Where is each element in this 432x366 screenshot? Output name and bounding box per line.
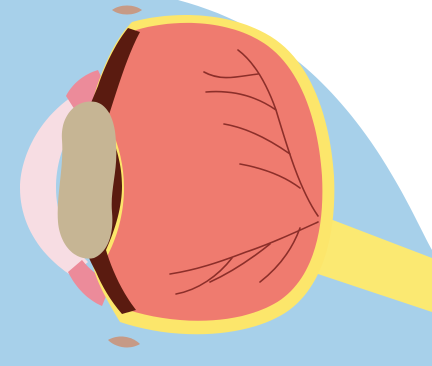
lens xyxy=(58,101,117,258)
